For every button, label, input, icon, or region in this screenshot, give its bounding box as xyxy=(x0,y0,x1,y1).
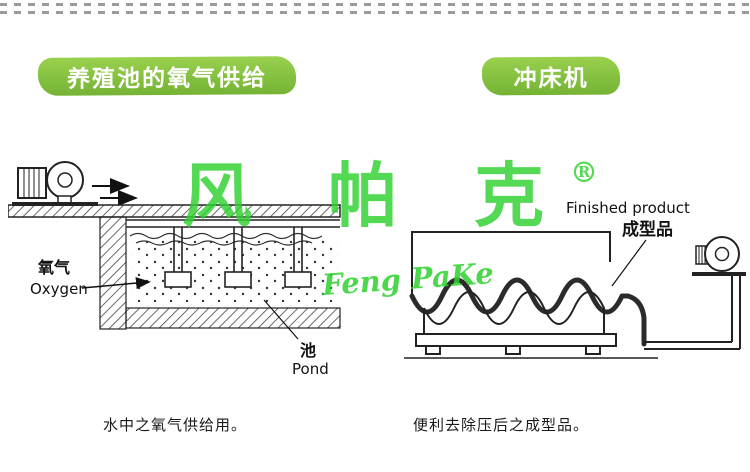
pond-aeration-diagram: 氧气 Oxygen 池 Pond xyxy=(8,161,341,378)
press-top-die xyxy=(411,231,611,294)
formed-sheet xyxy=(409,277,647,347)
finished-product-leader-line xyxy=(611,239,647,287)
press-bottom-die xyxy=(423,291,605,334)
platform-hatched xyxy=(8,204,341,218)
finished-product-label-cn: 成型品 xyxy=(622,219,673,240)
press-caption: 便利去除压后之成型品。 xyxy=(413,416,590,434)
banner-pond-oxygen-label: 养殖池的氧气供给 xyxy=(66,65,268,93)
banner-punch-press-label: 冲床机 xyxy=(513,65,589,93)
blower-icon xyxy=(692,236,746,276)
punch-press-diagram: Finished product 成型品 xyxy=(404,199,746,359)
suction-pipe xyxy=(644,276,741,350)
top-dashed-border-1 xyxy=(0,3,750,6)
finished-product-label-en: Finished product xyxy=(566,199,690,217)
pond-caption: 水中之氧气供给用。 xyxy=(103,416,248,434)
blower-icon xyxy=(12,161,98,206)
air-manifold-pipe xyxy=(126,219,340,228)
top-dashed-border-2 xyxy=(0,11,750,14)
banner-punch-press: 冲床机 xyxy=(481,56,621,96)
pond-label-cn: 池 xyxy=(300,341,316,360)
oxygen-pointer-arrow xyxy=(81,277,151,290)
pit-wall-hatched xyxy=(99,216,127,330)
airflow-arrow-icons xyxy=(92,178,138,206)
pond-leader-line xyxy=(263,299,299,340)
press-base-frame xyxy=(404,333,658,359)
banner-pond-oxygen: 养殖池的氧气供给 xyxy=(37,56,297,96)
pit-bottom-hatched xyxy=(125,307,341,329)
registered-trademark-symbol: ® xyxy=(570,156,598,189)
pond-label-en: Pond xyxy=(292,360,329,378)
oxygen-label-cn: 氧气 xyxy=(37,258,70,277)
oxygen-label-en: Oxygen xyxy=(30,280,88,298)
drop-pipes-and-diffusers xyxy=(164,227,312,288)
